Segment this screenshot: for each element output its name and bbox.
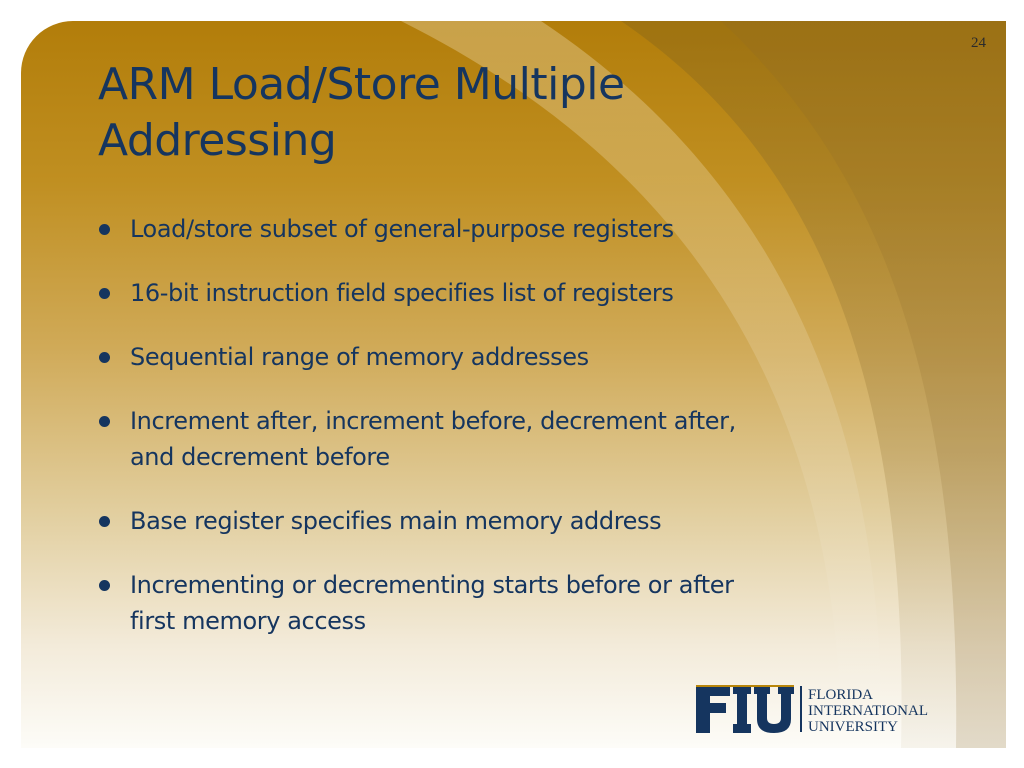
bullet-text-line: Sequential range of memory addresses <box>130 343 589 371</box>
bullet-text-line: Increment after, increment before, decre… <box>130 407 736 435</box>
logo-line-1: FLORIDA <box>808 687 873 703</box>
bullet-dot-icon <box>99 580 110 591</box>
fiu-logo: FLORIDA INTERNATIONAL UNIVERSITY <box>696 685 928 735</box>
logo-divider <box>800 686 802 732</box>
bullet-item: Sequential range of memory addresses <box>99 339 889 375</box>
background-swoosh <box>401 21 1006 748</box>
fiu-logo-mark <box>696 685 794 733</box>
bullet-dot-icon <box>99 516 110 527</box>
bullet-text-line: 16-bit instruction field specifies list … <box>130 279 674 307</box>
bullet-dot-icon <box>99 352 110 363</box>
bullet-text-line: Incrementing or decrementing starts befo… <box>130 571 734 599</box>
bullet-text-line: and decrement before <box>130 443 390 471</box>
bullet-list: Load/store subset of general-purpose reg… <box>99 211 889 667</box>
logo-line-2: INTERNATIONAL <box>808 703 928 719</box>
bullet-dot-icon <box>99 288 110 299</box>
bullet-text-line: Load/store subset of general-purpose reg… <box>130 215 674 243</box>
bullet-dot-icon <box>99 224 110 235</box>
slide-title-line: Addressing <box>98 115 337 166</box>
bullet-text-line: first memory access <box>130 607 366 635</box>
bullet-item: Increment after, increment before, decre… <box>99 403 889 475</box>
logo-line-3: UNIVERSITY <box>808 719 898 735</box>
bullet-item: Load/store subset of general-purpose reg… <box>99 211 889 247</box>
bullet-text-line: Base register specifies main memory addr… <box>130 507 662 535</box>
bullet-dot-icon <box>99 416 110 427</box>
bullet-item: 16-bit instruction field specifies list … <box>99 275 889 311</box>
bullet-item: Incrementing or decrementing starts befo… <box>99 567 889 639</box>
slide-number: 24 <box>971 35 986 51</box>
slide-title-line: ARM Load/Store Multiple <box>98 59 625 110</box>
bullet-item: Base register specifies main memory addr… <box>99 503 889 539</box>
